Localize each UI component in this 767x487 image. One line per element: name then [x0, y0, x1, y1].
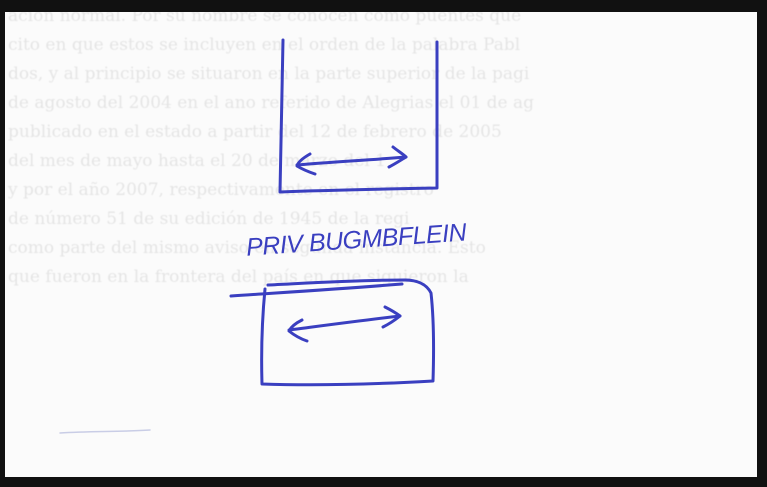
upper-arrow-icon: [297, 147, 406, 174]
border-bottom: [0, 477, 767, 487]
lower-box: [262, 280, 434, 385]
border-top: [0, 0, 767, 12]
divider-stroke: [231, 284, 402, 296]
lower-arrow-icon: [289, 307, 400, 341]
handwritten-label: PRIV BUGMBFLEIN: [245, 218, 468, 261]
border-right: [757, 0, 767, 487]
border-left: [0, 0, 5, 487]
